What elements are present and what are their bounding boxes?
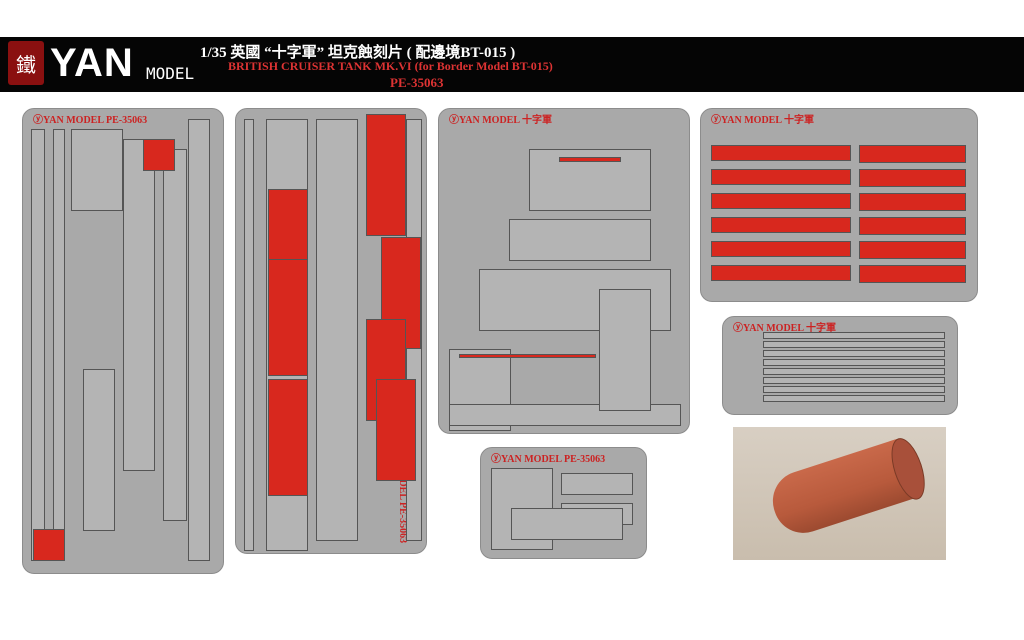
fret-panel-6: ⓨYAN MODEL 十字軍: [722, 316, 958, 415]
etch-part: [599, 289, 651, 411]
etch-strip: [763, 350, 945, 357]
header-banner: 鐵 YAN MODEL 1/35 英國 “十字軍” 坦克蝕刻片 ( 配邊境BT-…: [0, 37, 1024, 92]
etch-part: [316, 119, 358, 541]
red-part: [859, 265, 966, 283]
red-part: [381, 237, 421, 349]
red-part: [459, 354, 596, 358]
red-part: [859, 193, 966, 211]
brand-sub: MODEL: [146, 64, 195, 83]
panel-label: ⓨYAN MODEL 十字軍: [733, 323, 836, 334]
red-part: [711, 241, 851, 257]
red-part: [711, 193, 851, 209]
etch-part: [244, 119, 254, 551]
red-part: [143, 139, 175, 171]
red-part: [859, 241, 966, 259]
title-cn: 1/35 英國 “十字軍” 坦克蝕刻片 ( 配邊境BT-015 ): [200, 45, 516, 61]
panel-label: ⓨYAN MODEL PE-35063: [33, 115, 148, 126]
resin-roll-photo: [733, 427, 946, 560]
red-part: [376, 379, 416, 481]
etch-strip: [763, 359, 945, 366]
title-en: BRITISH CRUISER TANK MK.VI (for Border M…: [228, 59, 553, 73]
etch-part: [511, 508, 623, 540]
red-part: [711, 265, 851, 281]
etch-strip: [763, 377, 945, 384]
fret-panel-3: ⓨYAN MODEL 十字軍: [438, 108, 690, 434]
etch-part: [53, 129, 65, 531]
etch-strip: [763, 341, 945, 348]
panel-label: ⓨYAN MODEL PE-35063: [491, 454, 606, 465]
fret-panel-1: ⓨYAN MODEL PE-35063: [22, 108, 224, 574]
stowage-roll: [765, 434, 932, 541]
red-part: [859, 169, 966, 187]
fret-panel-2: ⓨYAN MODEL PE-35063: [235, 108, 427, 554]
etch-strip: [763, 386, 945, 393]
red-part: [711, 145, 851, 161]
red-part: [711, 217, 851, 233]
red-part: [268, 379, 308, 496]
red-part: [559, 157, 621, 162]
red-part: [859, 217, 966, 235]
etch-part: [123, 139, 155, 471]
etch-part: [83, 369, 115, 531]
etch-part: [509, 219, 651, 261]
etch-strip: [763, 395, 945, 402]
etch-strip: [763, 368, 945, 375]
panel-label: ⓨYAN MODEL 十字軍: [449, 115, 552, 126]
fret-panel-5: ⓨYAN MODEL PE-35063: [480, 447, 647, 559]
etch-part: [31, 129, 45, 561]
red-part: [711, 169, 851, 185]
brand-logo: YAN: [50, 41, 134, 85]
panel-label: ⓨYAN MODEL 十字軍: [711, 115, 814, 126]
etch-part: [71, 129, 123, 211]
etch-part: [561, 473, 633, 495]
red-part: [859, 145, 966, 163]
red-part: [268, 259, 308, 376]
etch-strip: [763, 332, 945, 339]
red-part: [33, 529, 65, 561]
red-part: [366, 114, 406, 236]
fret-panel-4: ⓨYAN MODEL 十字軍: [700, 108, 978, 302]
etch-part: [163, 149, 187, 521]
product-code: PE-35063: [390, 75, 444, 90]
brand-seal-logo: 鐵: [8, 41, 44, 85]
etch-part: [188, 119, 210, 561]
